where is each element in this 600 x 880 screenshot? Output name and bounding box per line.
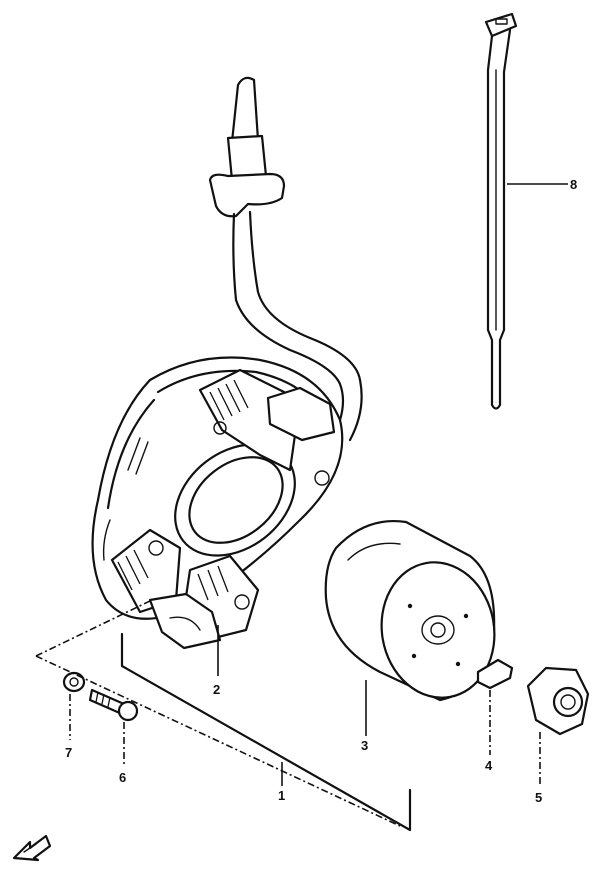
part-5-nut xyxy=(526,666,590,786)
callout-4: 4 xyxy=(485,758,493,773)
callout-1: 1 xyxy=(278,788,285,803)
callout-7: 7 xyxy=(65,745,72,760)
part-7-washer xyxy=(62,671,86,740)
part-4-key xyxy=(476,658,514,755)
front-direction-arrow-icon xyxy=(12,834,52,862)
part-3-rotor xyxy=(324,520,496,736)
callout-3: 3 xyxy=(361,738,368,753)
part-6-screw xyxy=(88,688,139,764)
stator-wire-harness xyxy=(208,76,363,442)
callout-2: 2 xyxy=(213,682,220,697)
part-1-assembly-bracket xyxy=(35,599,412,832)
part-2-stator-base xyxy=(91,356,344,676)
callout-5: 5 xyxy=(535,790,542,805)
part-8-cable-tie xyxy=(484,12,568,410)
callout-6: 6 xyxy=(119,770,126,785)
callout-8: 8 xyxy=(570,177,577,192)
